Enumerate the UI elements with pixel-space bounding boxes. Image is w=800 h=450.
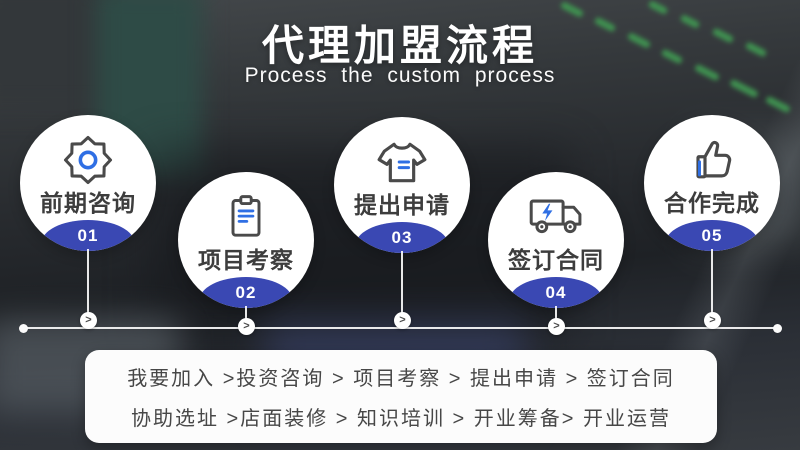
- step-number-badge: 01: [41, 220, 135, 251]
- step-label: 提出申请: [354, 192, 450, 218]
- timeline-end-dot: [773, 324, 782, 333]
- step-number: 03: [391, 228, 413, 247]
- gear-icon: [61, 130, 115, 190]
- step-number-badge: 02: [199, 277, 293, 308]
- step-number-badge: 03: [355, 222, 449, 253]
- arrow-right-icon: >: [548, 318, 565, 335]
- step-number: 01: [77, 226, 99, 245]
- connector-line-2: [245, 306, 247, 319]
- connector-line-5: [711, 249, 713, 313]
- step-label: 合作完成: [664, 190, 760, 216]
- summary-line-1: 我要加入 >投资咨询 > 项目考察 > 提出申请 > 签订合同: [127, 367, 675, 390]
- page-title: 代理加盟流程: [261, 22, 538, 69]
- green-led-dash: [764, 95, 792, 114]
- timeline-start-dot: [19, 324, 28, 333]
- step-circle-5: 合作完成 05: [644, 115, 780, 251]
- step-number-badge: 04: [509, 277, 603, 308]
- step-circle-2: 项目考察 02: [178, 172, 314, 308]
- connector-line-1: [87, 249, 89, 313]
- tshirt-icon: [374, 132, 430, 192]
- page-subtitle: Process the custom process: [244, 64, 556, 87]
- arrow-right-icon: >: [394, 312, 411, 329]
- step-number-badge: 05: [665, 220, 759, 251]
- step-circle-1: 前期咨询 01: [20, 115, 156, 251]
- step-circle-3: 提出申请 03: [334, 117, 470, 253]
- connector-line-4: [555, 306, 557, 319]
- summary-line-2: 协助选址 >店面装修 > 知识培训 > 开业筹备> 开业运营: [130, 408, 672, 431]
- thumbs-up-icon: [684, 130, 740, 190]
- delivery-truck-icon: [525, 187, 587, 247]
- arrow-right-icon: >: [238, 318, 255, 335]
- step-label: 前期咨询: [40, 190, 136, 216]
- arrow-right-icon: >: [80, 312, 97, 329]
- step-number: 05: [701, 226, 723, 245]
- step-number: 04: [545, 283, 567, 302]
- step-number: 02: [235, 283, 257, 302]
- clipboard-icon: [220, 187, 272, 247]
- step-circle-4: 签订合同 04: [488, 172, 624, 308]
- connector-line-3: [401, 251, 403, 313]
- step-label: 签订合同: [508, 247, 604, 273]
- arrow-right-icon: >: [704, 312, 721, 329]
- step-label: 项目考察: [198, 247, 294, 273]
- process-summary-box: 我要加入 >投资咨询 > 项目考察 > 提出申请 > 签订合同 协助选址 >店面…: [85, 350, 717, 443]
